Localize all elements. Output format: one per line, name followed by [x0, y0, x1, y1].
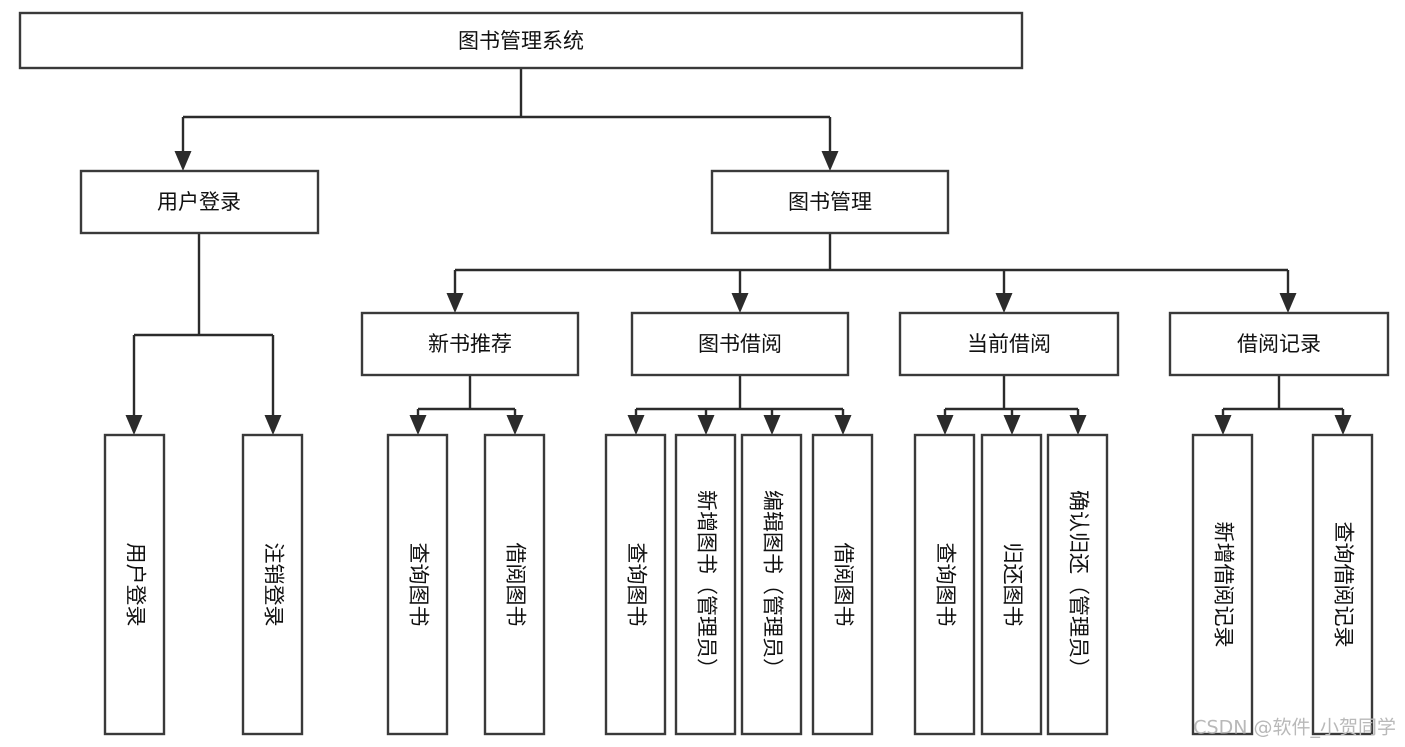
node-book-borrow[interactable]: 图书借阅 [630, 311, 850, 377]
leaf-new-book-2[interactable]: 借阅图书 [483, 433, 546, 736]
node-user-login-box[interactable] [79, 169, 320, 235]
node-current-borrow[interactable]: 当前借阅 [898, 311, 1120, 377]
leaf-user-login-1-box[interactable] [103, 433, 166, 736]
leaf-current-borrow-1-label: 查询图书 [934, 543, 958, 627]
leaf-borrow-record-2-label: 查询借阅记录 [1332, 522, 1356, 648]
leaf-borrow-record-1[interactable]: 新增借阅记录 [1191, 433, 1254, 736]
node-root-box[interactable] [18, 11, 1024, 70]
node-borrow-record-label: 借阅记录 [1237, 332, 1321, 356]
leaf-new-book-1-label: 查询图书 [407, 543, 431, 627]
node-book-manage-label: 图书管理 [788, 190, 872, 214]
node-user-login[interactable]: 用户登录 [79, 169, 320, 235]
arrow-current-borrow-leaf1 [936, 415, 954, 435]
arrow-book-borrow-leaf2 [697, 415, 715, 435]
leaf-book-borrow-1[interactable]: 查询图书 [604, 433, 667, 736]
leaf-user-login-1-label: 用户登录 [124, 543, 148, 627]
leaf-new-book-1-box[interactable] [386, 433, 449, 736]
leaf-current-borrow-3[interactable]: 确认归还（管理员） [1046, 433, 1109, 736]
arrow-book-borrow-leaf1 [627, 415, 645, 435]
arrow-book-borrow-leaf4 [834, 415, 852, 435]
leaf-borrow-record-2-box[interactable] [1311, 433, 1374, 736]
arrow-root-to-book-manage [821, 151, 839, 171]
node-book-manage[interactable]: 图书管理 [710, 169, 950, 235]
node-book-manage-box[interactable] [710, 169, 950, 235]
arrow-borrow-record-leaf1 [1214, 415, 1232, 435]
leaf-book-borrow-3[interactable]: 编辑图书（管理员） [740, 433, 803, 736]
node-root-label: 图书管理系统 [458, 29, 584, 53]
leaf-book-borrow-1-label: 查询图书 [625, 543, 649, 627]
leaf-book-borrow-2[interactable]: 新增图书（管理员） [674, 433, 737, 736]
csdn-watermark: CSDN @软件_小贺同学 [1193, 717, 1396, 739]
node-borrow-record-box[interactable] [1168, 311, 1390, 377]
arrow-new-book-leaf2 [506, 415, 524, 435]
node-new-book-recommend-label: 新书推荐 [428, 332, 512, 356]
leaf-book-borrow-2-label: 新增图书（管理员） [695, 490, 719, 679]
leaf-current-borrow-3-box[interactable] [1046, 433, 1109, 736]
leaf-borrow-record-1-box[interactable] [1191, 433, 1254, 736]
node-root-system[interactable]: 图书管理系统 [18, 11, 1024, 70]
leaf-new-book-2-box[interactable] [483, 433, 546, 736]
arrow-to-current-borrow [995, 293, 1013, 313]
leaf-current-borrow-2-label: 归还图书 [1001, 543, 1025, 627]
node-borrow-record[interactable]: 借阅记录 [1168, 311, 1390, 377]
connector-layer [125, 68, 1352, 435]
arrow-to-borrow-record [1279, 293, 1297, 313]
leaf-book-borrow-4-box[interactable] [811, 433, 874, 736]
arrow-current-borrow-leaf3 [1069, 415, 1087, 435]
leaf-current-borrow-1-box[interactable] [913, 433, 976, 736]
leaf-borrow-record-2[interactable]: 查询借阅记录 [1311, 433, 1374, 736]
arrow-borrow-record-leaf2 [1334, 415, 1352, 435]
node-current-borrow-box[interactable] [898, 311, 1120, 377]
node-new-book-recommend-box[interactable] [360, 311, 580, 377]
leaf-book-borrow-3-label: 编辑图书（管理员） [761, 490, 785, 679]
leaf-user-login-2-label: 注销登录 [262, 543, 286, 627]
arrow-book-borrow-leaf3 [763, 415, 781, 435]
leaf-user-login-1[interactable]: 用户登录 [103, 433, 166, 736]
leaf-user-login-2-box[interactable] [241, 433, 304, 736]
arrow-current-borrow-leaf2 [1003, 415, 1021, 435]
node-user-login-label: 用户登录 [157, 190, 241, 214]
node-book-borrow-label: 图书借阅 [698, 332, 782, 356]
arrow-root-to-user-login [174, 151, 192, 171]
leaf-book-borrow-1-box[interactable] [604, 433, 667, 736]
leaf-new-book-2-label: 借阅图书 [504, 543, 528, 627]
arrow-user-login-leaf2 [264, 415, 282, 435]
node-current-borrow-label: 当前借阅 [967, 332, 1051, 356]
leaf-book-borrow-4[interactable]: 借阅图书 [811, 433, 874, 736]
node-book-borrow-box[interactable] [630, 311, 850, 377]
arrow-to-new-book [446, 293, 464, 313]
leaf-book-borrow-3-box[interactable] [740, 433, 803, 736]
leaf-new-book-1[interactable]: 查询图书 [386, 433, 449, 736]
leaf-book-borrow-4-label: 借阅图书 [832, 543, 856, 627]
leaf-current-borrow-2-box[interactable] [980, 433, 1043, 736]
leaf-current-borrow-2[interactable]: 归还图书 [980, 433, 1043, 736]
arrow-new-book-leaf1 [409, 415, 427, 435]
leaf-current-borrow-1[interactable]: 查询图书 [913, 433, 976, 736]
leaf-book-borrow-2-box[interactable] [674, 433, 737, 736]
node-new-book-recommend[interactable]: 新书推荐 [360, 311, 580, 377]
leaf-user-login-2[interactable]: 注销登录 [241, 433, 304, 736]
leaf-borrow-record-1-label: 新增借阅记录 [1212, 522, 1236, 648]
arrow-user-login-leaf1 [125, 415, 143, 435]
leaf-current-borrow-3-label: 确认归还（管理员） [1067, 490, 1091, 679]
arrow-to-book-borrow [731, 293, 749, 313]
